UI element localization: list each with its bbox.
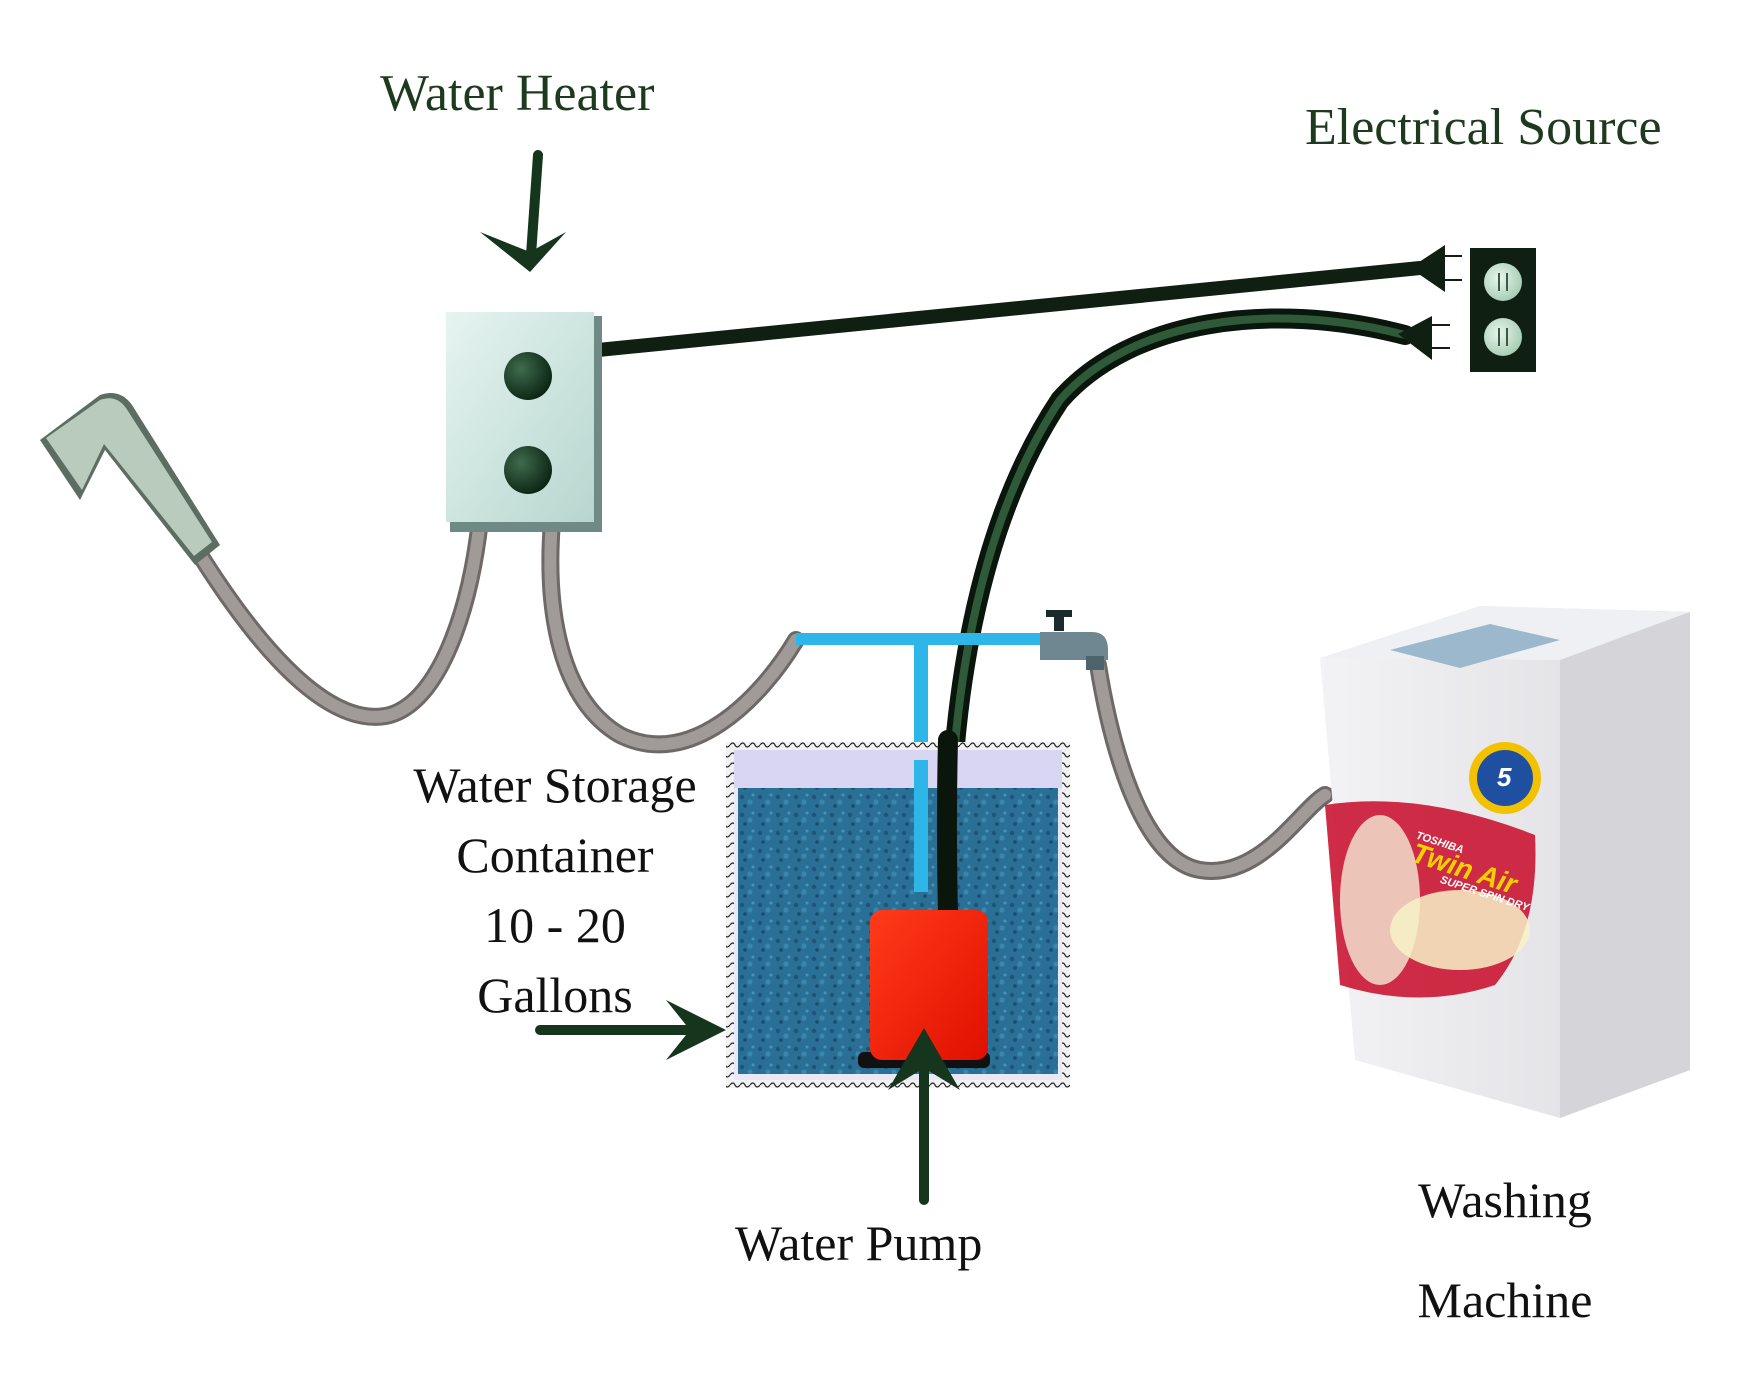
heater-to-pipe-hose bbox=[541, 513, 805, 754]
shower-hose bbox=[191, 511, 489, 726]
label-washing-line-2: Machine bbox=[1417, 1272, 1593, 1328]
shower-head-icon bbox=[40, 392, 220, 565]
label-water-heater: Water Heater bbox=[380, 65, 655, 122]
cable-in-tank bbox=[936, 730, 958, 922]
heater-button-top bbox=[504, 352, 552, 400]
label-water-pump: Water Pump bbox=[735, 1215, 983, 1271]
label-storage-line-1: Water Storage bbox=[413, 757, 697, 813]
heater-button-bottom bbox=[504, 446, 552, 494]
electrical-outlet-icon bbox=[1470, 248, 1536, 372]
label-washing-line-1: Washing bbox=[1418, 1172, 1592, 1228]
label-storage-line-2: Container bbox=[456, 827, 654, 883]
label-electrical-source: Electrical Source bbox=[1305, 99, 1662, 156]
washing-machine-icon bbox=[1320, 606, 1690, 1118]
pump-arrow-icon bbox=[888, 1028, 960, 1205]
pipe-in-tank bbox=[914, 760, 928, 892]
water-heater-box bbox=[446, 312, 602, 532]
storage-arrow-icon bbox=[535, 1000, 726, 1060]
faucet-icon bbox=[1040, 610, 1108, 670]
label-storage-line-3: 10 - 20 bbox=[484, 897, 626, 953]
label-storage-line-4: Gallons bbox=[477, 967, 633, 1023]
heater-power-cable bbox=[591, 245, 1462, 357]
faucet-to-washer-hose bbox=[1089, 656, 1334, 880]
water-heater-arrow-icon bbox=[480, 150, 566, 272]
washer-badge-text: 5 bbox=[1497, 762, 1512, 792]
